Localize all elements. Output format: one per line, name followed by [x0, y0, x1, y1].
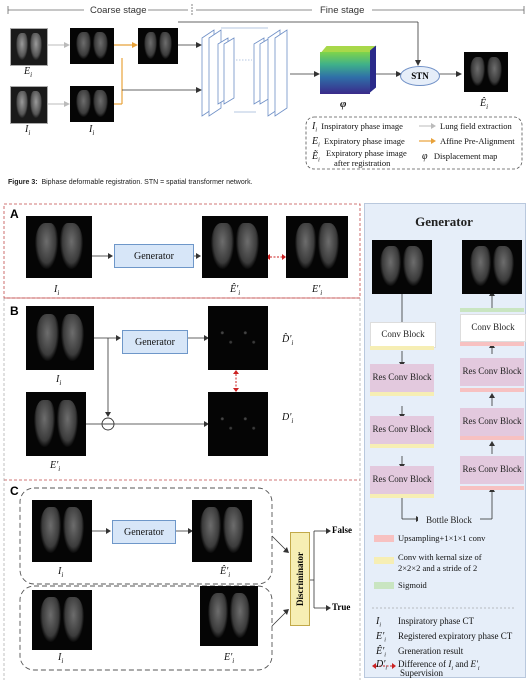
legend-sigmoid-text: Sigmoid	[398, 580, 427, 590]
panel-a-ct-target	[286, 216, 348, 278]
panel-c-label-1: Ii	[58, 566, 64, 579]
legend-sym-registered: E'i	[376, 631, 386, 644]
stn-node: STN	[400, 66, 440, 86]
displacement-map-side-face	[370, 45, 376, 93]
panel-c-label-2: Ê'i	[220, 566, 231, 579]
panel-b-label-bottom: E'i	[50, 460, 61, 473]
label-ii-mid: Ii	[89, 124, 95, 137]
panel-b-generator: Generator	[122, 330, 188, 354]
legend-text-inspiratory: Inspiratory phase CT	[398, 616, 474, 626]
legend-swatch-sigmoid	[374, 582, 394, 589]
ct-inspiratory-lung	[70, 86, 114, 122]
legend-affine: Affine Pre-Alignment	[440, 136, 515, 146]
top-diagram-lines	[7, 4, 525, 170]
panel-c-ct-4	[200, 586, 258, 646]
panel-a-ct-input	[26, 216, 92, 278]
legend-conv-text-a: Conv with kernal size of	[398, 552, 482, 562]
ct-expiratory-affine	[138, 28, 178, 64]
ct-inspiratory-input	[10, 86, 48, 124]
gen-stripe-red-3	[460, 436, 524, 440]
gen-bottle-block: Bottle Block	[418, 513, 480, 529]
panel-b-letter: B	[10, 304, 19, 318]
gen-res-block-2: Res Conv Block	[370, 416, 434, 444]
gen-stripe-yellow-3	[370, 444, 434, 448]
legend-upsample-text: Upsampling+1×1×1 conv	[398, 533, 486, 543]
panel-b-ct-diff-generated	[208, 306, 268, 370]
panel-b-label-top: Ii	[56, 374, 62, 387]
gen-stripe-green	[460, 308, 524, 312]
legend-text-difference: Difference of Ii and E'i	[398, 659, 480, 672]
gen-res-block-1: Res Conv Block	[370, 364, 434, 392]
label-false: False	[332, 525, 352, 535]
panel-a-label-generated: Ê'i	[230, 284, 241, 297]
panel-b-ct-top	[26, 306, 94, 370]
label-ii-top: Ii	[25, 124, 31, 137]
displacement-map-top-face	[321, 46, 377, 52]
legend-sym-difference: D'i	[376, 659, 388, 672]
gen-stripe-yellow-1	[370, 346, 434, 350]
generator-title: Generator	[415, 214, 473, 229]
panel-c-letter: C	[10, 484, 19, 498]
panel-c-ct-1	[32, 500, 92, 562]
panel-b-ct-diff	[208, 392, 268, 456]
panel-c-label-3: Ii	[58, 652, 64, 665]
bottom-diagram-lines	[3, 203, 516, 680]
label-ei-top: Ei	[24, 66, 33, 79]
panel-b-label-d: D'i	[282, 412, 294, 425]
legend-text-supervision: Supervision	[400, 668, 444, 678]
legend-text-generation: Greneration result	[398, 646, 464, 656]
displacement-map	[320, 52, 370, 94]
panel-c-label-4: E'i	[224, 652, 235, 665]
gen-conv-block-left: Conv Block	[370, 322, 436, 348]
legend-swatch-upsample	[374, 535, 394, 542]
label-ei-out: Êi	[480, 98, 489, 111]
panel-c-ct-2	[192, 500, 252, 562]
panel-a-letter: A	[10, 207, 19, 221]
gen-res-block-4: Res Conv Block	[460, 358, 524, 386]
gen-stripe-red-1	[460, 342, 524, 346]
legend-sym-inspiratory: Ii	[376, 616, 382, 629]
ct-expiratory-lung	[70, 28, 114, 64]
panel-c-ct-3	[32, 590, 92, 650]
legend-sym-generation: Ê'i	[376, 646, 386, 659]
discriminator-block: Discriminator	[290, 532, 310, 626]
gen-res-block-3: Res Conv Block	[370, 466, 434, 494]
legend-registered-a: Expiratory phase image	[326, 148, 407, 158]
gen-res-block-6: Res Conv Block	[460, 456, 524, 484]
legend-registered-sym: Ẽi	[312, 151, 320, 164]
legend-text-registered: Registered expiratory phase CT	[398, 631, 513, 641]
discriminator-label: Discriminator	[295, 552, 305, 606]
ct-registered-output	[464, 52, 508, 92]
panel-a-label-target: E'i	[312, 284, 323, 297]
gen-conv-block-right: Conv Block	[460, 314, 526, 342]
fine-stage-label: Fine stage	[320, 5, 365, 16]
panel-a-label-input: Ii	[54, 284, 60, 297]
gen-stripe-yellow-2	[370, 392, 434, 396]
generator-ct-input	[372, 240, 432, 294]
gen-res-block-5: Res Conv Block	[460, 408, 524, 436]
panel-b-ct-bottom	[26, 392, 86, 456]
panel-b-label-d-hat: D̂'i	[282, 334, 294, 347]
panel-a-ct-generated	[202, 216, 268, 278]
label-true: True	[332, 602, 351, 612]
gen-stripe-red-4	[460, 486, 524, 490]
coarse-stage-label: Coarse stage	[90, 5, 147, 16]
gen-stripe-red-2	[460, 388, 524, 392]
legend-lung-extraction: Lung field extraction	[440, 121, 512, 131]
label-phi: φ	[340, 98, 347, 110]
figure-caption: Figure 3: Biphase deformable registratio…	[8, 179, 253, 186]
gen-stripe-yellow-4	[370, 494, 434, 498]
panel-c-generator: Generator	[112, 520, 176, 544]
panel-a-generator: Generator	[114, 244, 194, 268]
generator-ct-output	[462, 240, 522, 294]
ct-expiratory-input	[10, 28, 48, 66]
legend-inspiratory: Ii Inspiratory phase image	[312, 121, 403, 134]
legend-expiratory: Ei Expiratory phase image	[312, 136, 405, 149]
legend-conv-text-b: 2×2×2 and a stride of 2	[398, 563, 478, 573]
legend-swatch-conv	[374, 557, 394, 564]
legend-registered-b: after registration	[334, 158, 391, 168]
legend-displacement: φ Displacement map	[422, 151, 498, 162]
